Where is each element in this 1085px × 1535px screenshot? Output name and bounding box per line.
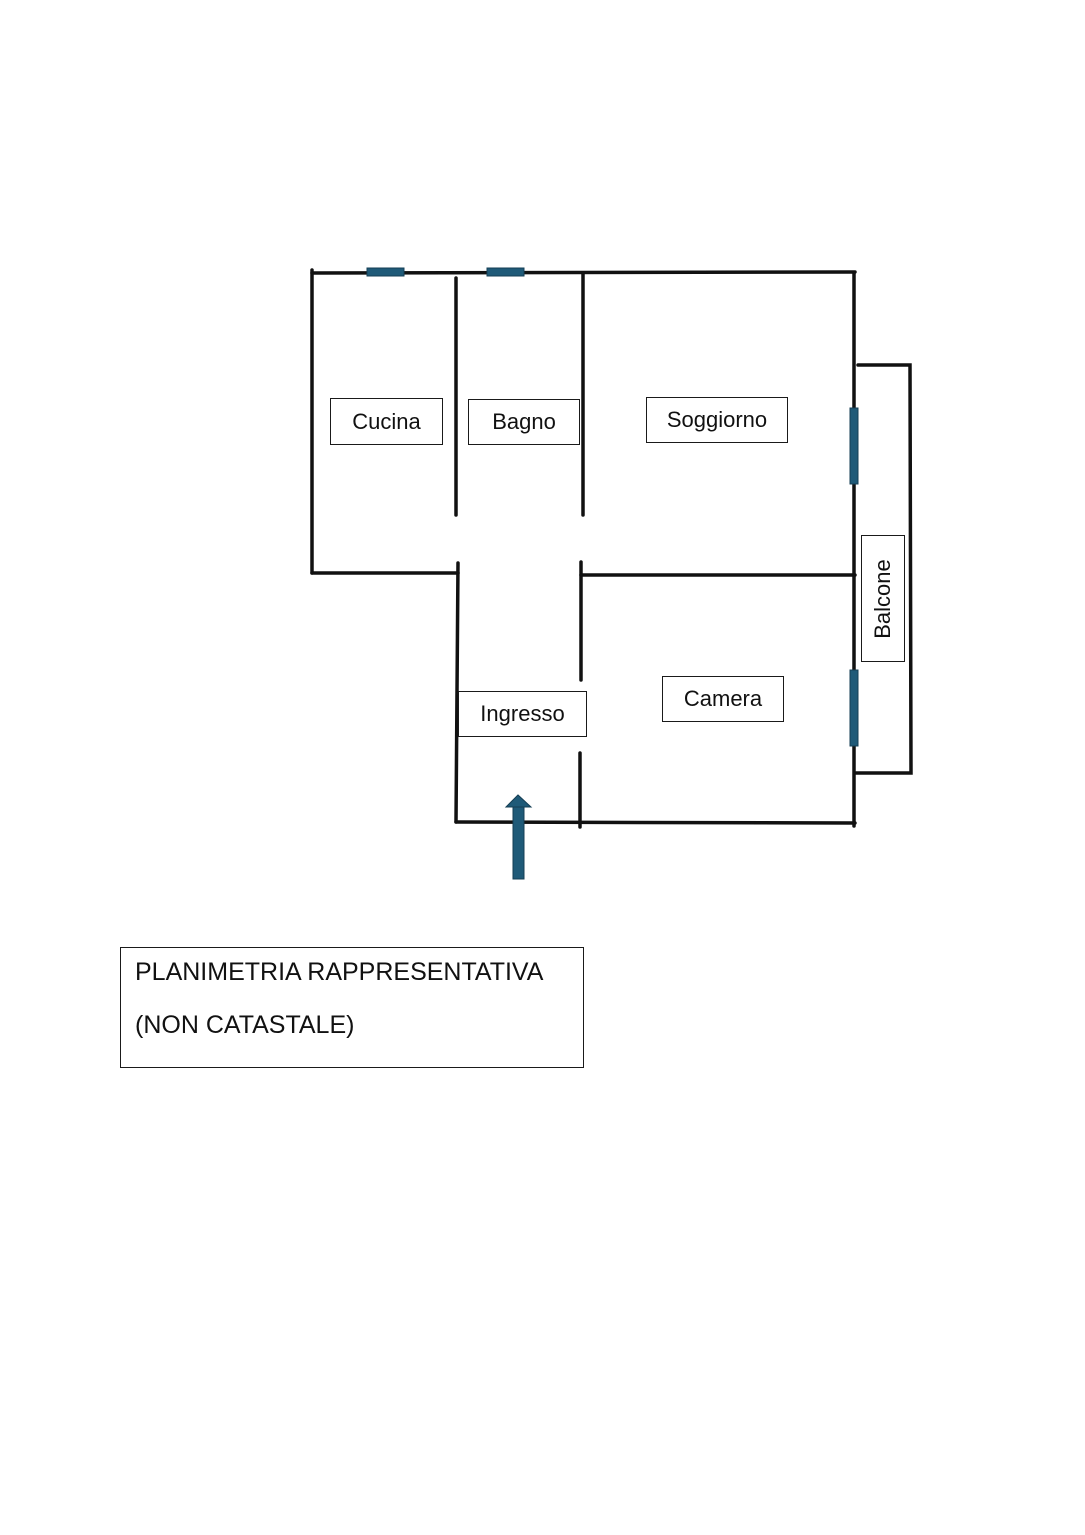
- wall-ingresso-left: [454, 561, 460, 824]
- room-label-camera-text: Camera: [683, 686, 763, 711]
- windows: [366, 267, 859, 747]
- room-label-soggiorno-text: Soggiorno: [666, 407, 768, 432]
- room-label-ingresso: Ingresso: [458, 691, 587, 737]
- entrance-arrow-icon: [504, 794, 533, 880]
- room-label-cucina: Cucina: [330, 398, 443, 445]
- room-label-cucina-text: Cucina: [352, 408, 421, 434]
- window-soggiorno: [849, 407, 859, 485]
- room-label-bagno: Bagno: [468, 399, 580, 445]
- disclaimer-line-2: (NON CATASTALE): [135, 1011, 355, 1039]
- window-camera: [849, 669, 859, 747]
- room-label-bagno-text: Bagno: [492, 409, 556, 434]
- room-label-ingresso-text: Ingresso: [480, 701, 565, 726]
- room-label-camera: Camera: [662, 676, 784, 722]
- room-label-soggiorno: Soggiorno: [646, 397, 788, 443]
- disclaimer-box: PLANIMETRIA RAPPRESENTATIVA (NON CATASTA…: [120, 947, 584, 1068]
- balcony-outline: [854, 363, 913, 775]
- window-bagno: [486, 267, 525, 277]
- walls: [310, 268, 913, 829]
- room-label-balcone: Balcone: [861, 535, 905, 662]
- disclaimer-line-1: PLANIMETRIA RAPPRESENTATIVA: [135, 958, 544, 986]
- window-cucina: [366, 267, 405, 277]
- room-label-balcone-text: Balcone: [870, 558, 896, 639]
